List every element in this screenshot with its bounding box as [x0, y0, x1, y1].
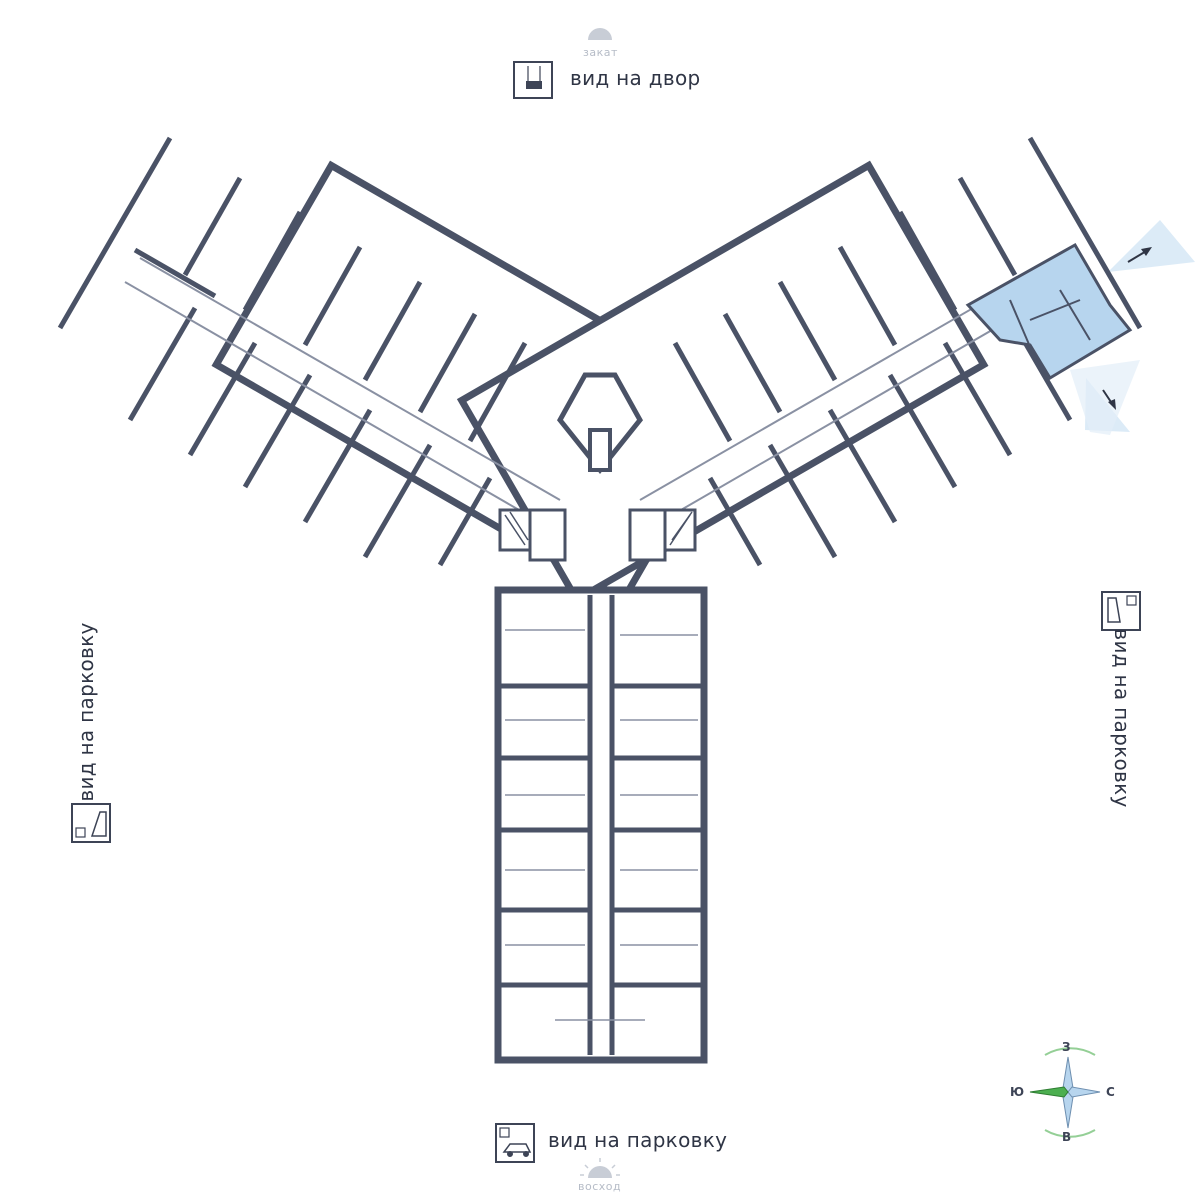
sunset-label: закат	[583, 46, 618, 59]
left-wing-walls	[57, 136, 528, 567]
parking-car-icon-right	[1101, 591, 1141, 631]
stair-core-right	[628, 508, 697, 562]
view-arrow-up-right	[1127, 247, 1152, 263]
parking-car-icon-left	[71, 803, 111, 843]
parking-car-icon-bottom	[495, 1123, 535, 1163]
sunrise-label: восход	[578, 1180, 622, 1193]
view-glow-top-right	[1108, 220, 1195, 272]
south-wing	[494, 586, 708, 1064]
compass-north: З	[1062, 1040, 1071, 1054]
stair-core-left	[498, 508, 567, 562]
compass-east: С	[1106, 1085, 1115, 1099]
sunrise-icon	[580, 1158, 620, 1178]
top-view-label: вид на двор	[570, 66, 701, 90]
compass-south: В	[1062, 1130, 1072, 1144]
compass-rose	[1029, 1047, 1101, 1138]
compass-west: Ю	[1010, 1085, 1025, 1099]
swing-icon	[513, 61, 553, 99]
view-arrow-down-right	[1102, 389, 1116, 410]
sunset-icon	[588, 28, 612, 40]
south-wing-walls	[500, 683, 702, 988]
right-view-label: вид на парковку	[1110, 628, 1134, 808]
central-hub	[557, 372, 643, 475]
left-view-label: вид на парковку	[74, 622, 98, 802]
bottom-view-label: вид на парковку	[548, 1128, 728, 1152]
